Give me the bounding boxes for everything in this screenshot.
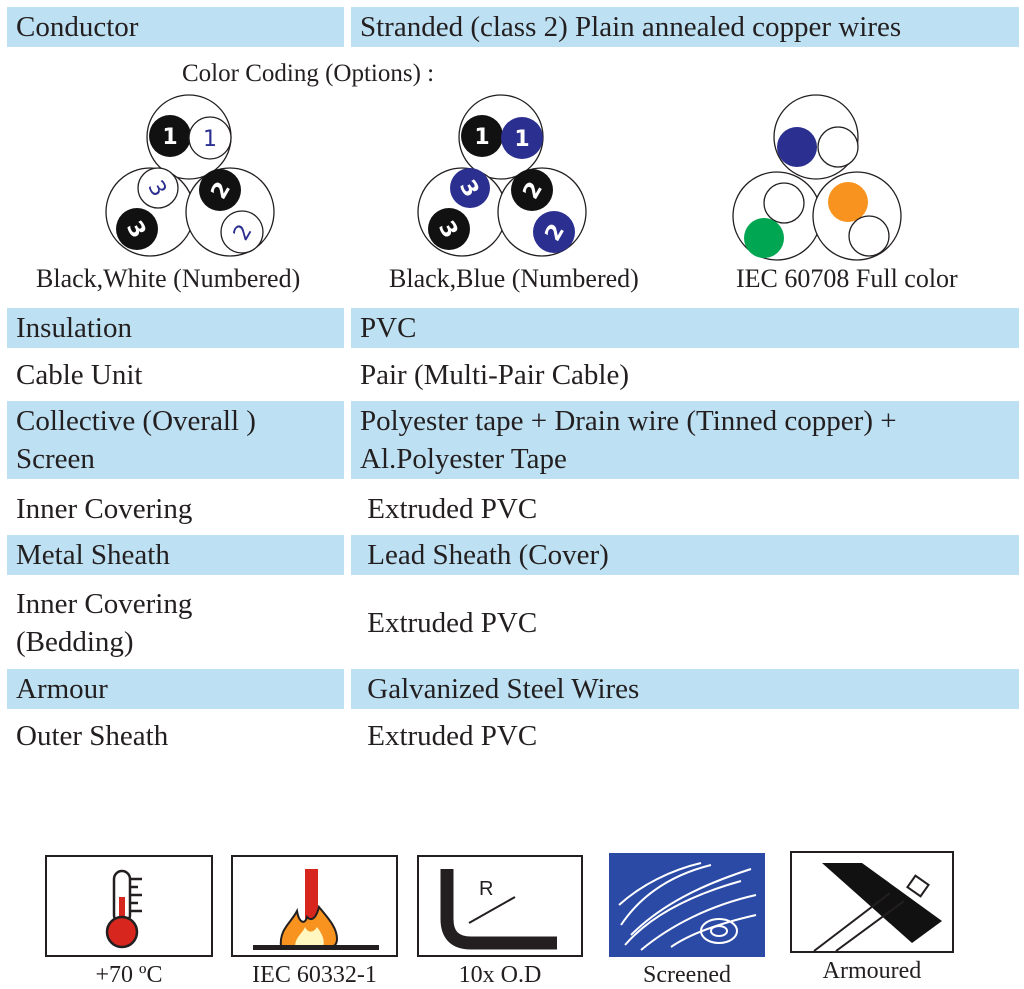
spec-label: Collective (Overall ) [16, 405, 256, 437]
spec-row-collective-screen: Collective (Overall ) Screen Polyester t… [0, 401, 1024, 479]
core-number: 1 [203, 127, 217, 152]
spec-value: Lead Sheath (Cover) [351, 535, 1019, 575]
spec-label: Metal Sheath [7, 535, 344, 575]
spec-value: Pair (Multi-Pair Cable) [360, 359, 630, 391]
color-option-label: Black,White (Numbered) [36, 264, 301, 293]
black-blue-cores-diagram: 1 1 2 2 3 3 [417, 94, 587, 257]
spec-row-armour: Armour Galvanized Steel Wires [0, 669, 1024, 709]
spec-label: Outer Sheath [16, 720, 169, 752]
spec-row-cable-unit: Cable Unit Pair (Multi-Pair Cable) [0, 355, 1024, 395]
core-number: 1 [514, 127, 529, 152]
black-white-cores-diagram: 1 1 2 2 3 3 [105, 94, 275, 257]
spec-label: Cable Unit [16, 359, 143, 391]
spec-row-metal-sheath: Metal Sheath Lead Sheath (Cover) [0, 535, 1024, 575]
spec-value-line2: Al.Polyester Tape [360, 443, 567, 475]
bend-radius-label: 10x O.D [458, 962, 542, 988]
color-option-label: Black,Blue (Numbered) [389, 264, 639, 293]
spec-row-outer-sheath: Outer Sheath Extruded PVC [0, 716, 1024, 756]
full-color-cores-diagram [732, 94, 902, 261]
conductor-label: Conductor [7, 7, 344, 47]
screened-icon [609, 853, 765, 957]
spec-label: Armour [7, 669, 344, 709]
spec-label-line2: Screen [16, 443, 95, 475]
radius-glyph: R [479, 878, 493, 900]
spec-row-inner-covering: Inner Covering Extruded PVC [0, 489, 1024, 529]
spec-value: Polyester tape + Drain wire (Tinned copp… [360, 405, 897, 437]
spec-value: Extruded PVC [360, 607, 538, 639]
thermometer-icon [45, 855, 213, 957]
spec-value: Galvanized Steel Wires [351, 669, 1019, 709]
spec-label: Insulation [7, 308, 344, 348]
color-option-label: IEC 60708 Full color [736, 264, 958, 293]
armoured-icon [790, 851, 954, 953]
bend-radius-icon: R [417, 855, 583, 957]
screened-label: Screened [643, 962, 731, 988]
spec-label: Inner Covering [16, 493, 193, 525]
spec-label-line2: (Bedding) [16, 626, 134, 658]
thermometer-label: +70 ºC [95, 962, 163, 988]
conductor-value: Stranded (class 2) Plain annealed copper… [351, 7, 1019, 47]
armoured-label: Armoured [822, 958, 922, 984]
spec-label: Inner Covering [16, 588, 193, 620]
flame-label: IEC 60332-1 [252, 962, 377, 988]
property-icons: +70 ºC IEC 60332-1 R 10x O.D [0, 851, 1024, 988]
conductor-row: Conductor Stranded (class 2) Plain annea… [0, 7, 1024, 47]
spec-row-bedding: Inner Covering (Bedding) Extruded PVC [0, 583, 1024, 663]
spec-value: Extruded PVC [360, 720, 538, 752]
spec-row-insulation: Insulation PVC [0, 308, 1024, 348]
core-number: 1 [474, 125, 489, 150]
core-number: 1 [162, 125, 177, 150]
flame-icon [231, 855, 398, 957]
spec-value: PVC [351, 308, 1019, 348]
color-coding-title: Color Coding (Options) : [182, 60, 435, 87]
spec-value: Extruded PVC [360, 493, 538, 525]
